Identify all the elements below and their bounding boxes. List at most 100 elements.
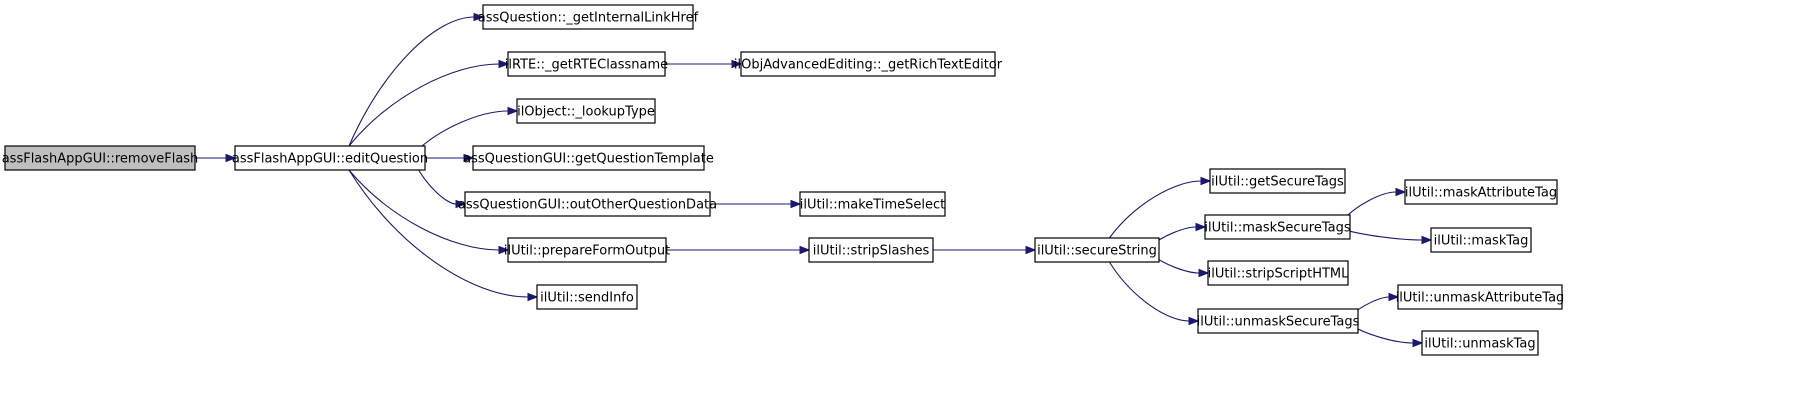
edge-mask-secure-tags-to-mask-tag [1339,228,1433,245]
node-unmask-attribute-tag[interactable]: ilUtil::unmaskAttributeTag [1396,284,1565,310]
node-lookup-type[interactable]: ilObject::_lookupType [516,98,656,124]
edge-line [348,169,529,298]
edge-arrowhead [463,153,475,163]
node-box [1209,168,1346,194]
node-edit-question[interactable]: assFlashAppGUI::editQuestion [232,145,428,171]
node-label: assFlashAppGUI::editQuestion [232,152,428,167]
edge-arrowhead [1188,316,1200,326]
edge-arrowhead [498,59,510,69]
node-label: assQuestionGUI::outOtherQuestionData [458,198,717,213]
nodes-layer: assFlashAppGUI::removeFlash assFlashAppGU… [2,4,1565,356]
node-label: ilUtil::unmaskAttributeTag [1396,291,1565,306]
node-label: assFlashAppGUI::removeFlash [2,152,199,167]
edge-edit-question-to-lookup-type [414,106,519,153]
edge-arrowhead [473,12,485,22]
node-get-internal-link-href[interactable]: assQuestion::_getInternalLinkHref [478,4,699,30]
edge-line [1339,228,1423,241]
edge-arrowhead [1025,245,1037,255]
edge-arrowhead [799,245,811,255]
edge-arrowhead [790,199,802,209]
edge-get-rteclassname-to-get-rich-text-editor [665,59,743,69]
edge-edit-question-to-get-rteclassname [348,59,510,147]
node-label: ilUtil::maskTag [1434,234,1529,249]
edge-arrowhead [1395,187,1407,197]
edge-prepare-form-output-to-strip-slashes [666,245,811,255]
node-label: assQuestionGUI::getQuestionTemplate [463,152,714,167]
node-box [536,284,638,310]
node-box [1397,284,1563,310]
edge-arrowhead [455,199,467,209]
edge-strip-slashes-to-secure-string [933,245,1037,255]
edge-arrowhead [1388,292,1400,302]
edge-arrowhead [527,292,539,302]
node-get-question-template[interactable]: assQuestionGUI::getQuestionTemplate [463,145,714,171]
node-secure-string[interactable]: ilUtil::secureString [1034,237,1160,263]
node-mask-secure-tags[interactable]: ilUtil::maskSecureTags [1204,214,1351,240]
edge-arrowhead [1421,235,1433,245]
edge-arrowhead [507,106,519,116]
edge-arrowhead [1200,176,1212,186]
edge-edit-question-to-get-internal-link-href [348,12,485,147]
node-label: ilUtil::unmaskSecureTags [1197,315,1360,330]
node-box [1204,214,1351,240]
edge-arrowhead [498,245,510,255]
node-box [507,237,667,263]
edge-line [348,169,500,251]
node-label: ilUtil::makeTimeSelect [800,198,945,213]
node-box [1404,179,1558,205]
edge-edit-question-to-prepare-form-output [348,169,510,255]
node-label: ilUtil::unmaskTag [1424,337,1535,352]
edge-edit-question-to-send-info [348,169,539,302]
node-box [482,4,694,30]
node-get-rich-text-editor[interactable]: ilObjAdvancedEditing::_getRichTextEditor [734,51,1003,77]
node-mask-tag[interactable]: ilUtil::maskTag [1430,227,1532,253]
node-label: ilUtil::maskAttributeTag [1405,186,1557,201]
node-box [808,237,934,263]
node-box [1430,227,1532,253]
edge-secure-string-to-unmask-secure-tags [1108,261,1200,326]
node-label: ilUtil::secureString [1037,244,1157,259]
edge-arrowhead [225,153,237,163]
edge-arrowhead [1412,338,1424,348]
node-label: ilObjAdvancedEditing::_getRichTextEditor [734,58,1003,73]
edge-arrowhead [1198,268,1210,278]
edge-arrowhead [731,59,743,69]
edge-line [1108,261,1190,322]
node-box [799,191,946,217]
node-get-secure-tags[interactable]: ilUtil::getSecureTags [1209,168,1346,194]
node-send-info[interactable]: ilUtil::sendInfo [536,284,638,310]
edge-line [1108,180,1202,239]
edge-line [348,16,475,147]
node-label: ilUtil::maskSecureTags [1204,221,1350,236]
node-make-time-select[interactable]: ilUtil::makeTimeSelect [799,191,946,217]
node-unmask-tag[interactable]: ilUtil::unmaskTag [1421,330,1539,356]
node-out-other-question-data[interactable]: assQuestionGUI::outOtherQuestionData [458,191,717,217]
node-label: ilUtil::stripScriptHTML [1208,267,1350,282]
node-strip-slashes[interactable]: ilUtil::stripSlashes [808,237,934,263]
node-label: assQuestion::_getInternalLinkHref [478,11,699,26]
edge-out-other-question-data-to-make-time-select [710,199,802,209]
node-box [516,98,656,124]
edge-arrowhead [1195,222,1207,232]
node-strip-script-html[interactable]: ilUtil::stripScriptHTML [1207,260,1350,286]
node-prepare-form-output[interactable]: ilUtil::prepareFormOutput [504,237,670,263]
node-box [234,145,426,171]
node-label: ilUtil::stripSlashes [813,244,930,259]
node-label: ilUtil::getSecureTags [1211,175,1344,190]
node-label: ilUtil::sendInfo [540,291,634,306]
node-unmask-secure-tags[interactable]: ilUtil::unmaskSecureTags [1197,308,1360,334]
edge-secure-string-to-get-secure-tags [1108,176,1212,239]
node-box [472,145,705,171]
node-remove-flash[interactable]: assFlashAppGUI::removeFlash [2,145,199,171]
edges-layer [195,12,1433,348]
node-box [464,191,711,217]
node-box [1421,330,1539,356]
node-box [1207,260,1349,286]
node-box [740,51,996,77]
node-label: ilRTE::_getRTEClassname [505,58,668,73]
node-mask-attribute-tag[interactable]: ilUtil::maskAttributeTag [1404,179,1558,205]
edge-edit-question-to-get-question-template [425,153,475,163]
node-get-rteclassname[interactable]: ilRTE::_getRTEClassname [505,51,668,77]
edge-line [414,110,509,153]
